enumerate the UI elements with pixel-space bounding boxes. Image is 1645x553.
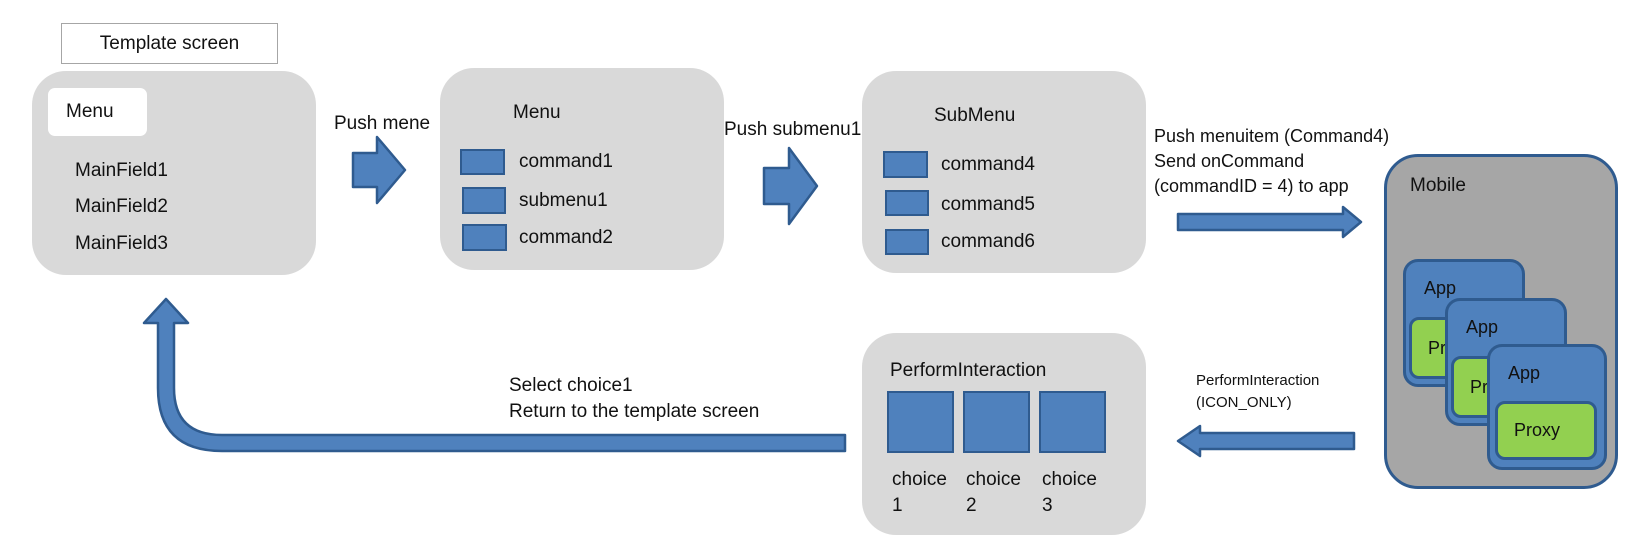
template-screen-title: Template screen [99, 32, 240, 54]
submenu-item-command6[interactable]: command6 [941, 231, 1035, 252]
perform-interaction-title: PerformInteraction [890, 360, 1047, 381]
choice-1-label: choice [892, 469, 947, 490]
proxy-box-3: Proxy [1495, 401, 1597, 460]
choice-2-number: 2 [966, 495, 977, 516]
mobile-title: Mobile [1410, 175, 1466, 196]
submenu1-icon [462, 187, 506, 214]
menu-item-command2[interactable]: command2 [519, 227, 613, 248]
push-submenu-label: Push submenu1 [724, 119, 862, 140]
proxy-label-3: Proxy [1514, 420, 1561, 440]
main-field-1: MainField1 [75, 160, 168, 181]
command5-icon [885, 190, 929, 216]
choice-2-label: choice [966, 469, 1021, 490]
menu-screen-title: Menu [513, 102, 561, 123]
template-screen-label: Template screen [61, 23, 278, 64]
perform-interaction-arrow-line-2: (ICON_ONLY) [1196, 394, 1292, 411]
menu-item-command1[interactable]: command1 [519, 151, 613, 172]
submenu-screen-title: SubMenu [934, 105, 1016, 126]
push-submenu-arrow [762, 146, 819, 226]
push-menu-arrow [351, 135, 407, 205]
choice-3-label: choice [1042, 469, 1097, 490]
push-menu-label: Push mene [334, 113, 431, 134]
template-menu-label: Menu [66, 101, 114, 122]
command2-icon [462, 224, 507, 251]
push-menuitem-line-1: Push menuitem (Command4) [1154, 126, 1390, 146]
push-menuitem-arrow [1176, 205, 1363, 239]
main-field-2: MainField2 [75, 196, 168, 217]
choice-1-number: 1 [892, 495, 903, 516]
command4-icon [883, 151, 928, 178]
template-menu-button[interactable]: Menu [48, 88, 147, 136]
app-card-3: App Proxy [1487, 344, 1607, 470]
command6-icon [885, 229, 929, 255]
app-label-3: App [1508, 363, 1541, 383]
choice-3-number: 3 [1042, 495, 1053, 516]
perform-interaction-arrow [1176, 424, 1356, 458]
push-menuitem-line-3: (commandID = 4) to app [1154, 176, 1349, 196]
app-label-1: App [1424, 278, 1457, 298]
choice-2-icon[interactable] [963, 391, 1030, 453]
push-menuitem-line-2: Send onCommand [1154, 151, 1305, 171]
choice-3-icon[interactable] [1039, 391, 1106, 453]
select-choice-line-1: Select choice1 [509, 375, 633, 396]
perform-interaction-arrow-line-1: PerformInteraction [1196, 372, 1320, 389]
command1-icon [460, 149, 505, 175]
main-field-3: MainField3 [75, 233, 168, 254]
return-arrow [142, 297, 847, 453]
submenu-item-command4[interactable]: command4 [941, 154, 1035, 175]
menu-item-submenu1[interactable]: submenu1 [519, 190, 608, 211]
submenu-item-command5[interactable]: command5 [941, 194, 1035, 215]
choice-1-icon[interactable] [887, 391, 954, 453]
app-label-2: App [1466, 317, 1499, 337]
select-choice-line-2: Return to the template screen [509, 401, 760, 422]
